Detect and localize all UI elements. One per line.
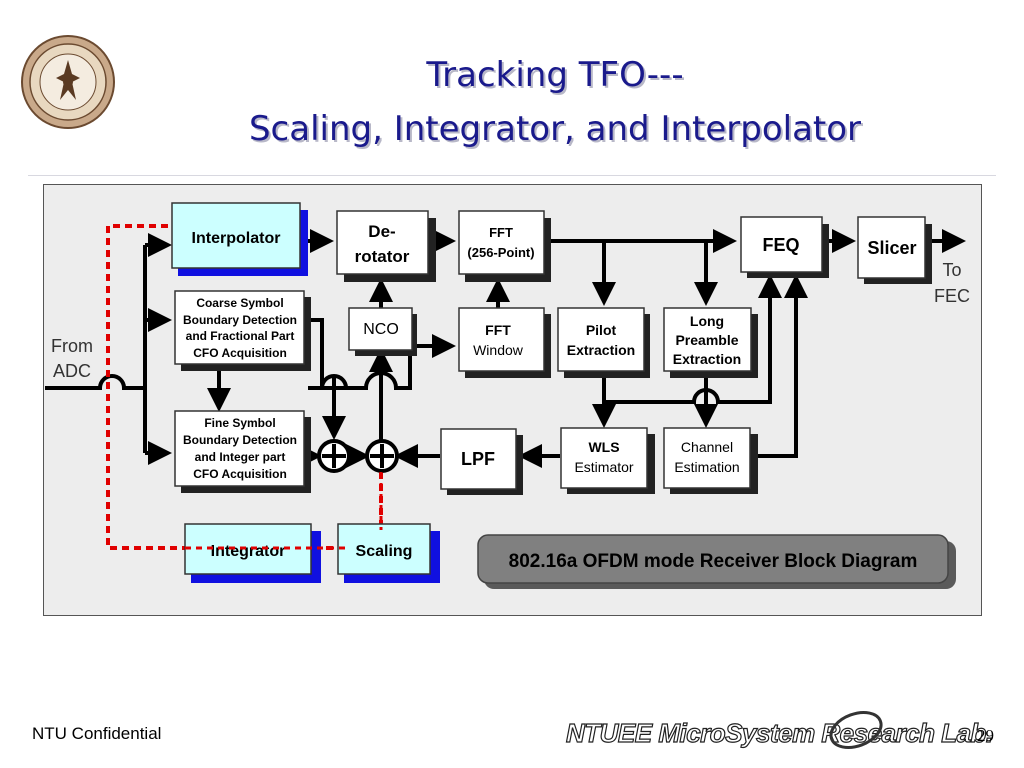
fine-label-1: Fine Symbol	[204, 416, 275, 430]
fine-label-2: Boundary Detection	[183, 433, 297, 447]
slicer-label: Slicer	[867, 238, 916, 258]
interpolator-label: Interpolator	[192, 230, 281, 247]
fft-label-2: (256-Point)	[467, 245, 534, 260]
caption-text: 802.16a OFDM mode Receiver Block Diagram	[509, 551, 918, 572]
channel-estimation-block: Channel Estimation	[663, 427, 758, 494]
derotator-block: De- rotator	[336, 210, 436, 282]
from-label: From	[51, 336, 93, 356]
long-label-1: Long	[690, 313, 724, 329]
coarse-symbol-block: Coarse Symbol Boundary Detection and Fra…	[174, 290, 311, 371]
nco-block: NCO	[348, 307, 417, 356]
pilot-label-2: Extraction	[567, 342, 635, 358]
input-wire	[45, 374, 145, 390]
fine-label-4: CFO Acquisition	[193, 467, 287, 481]
footer-confidential: NTU Confidential	[32, 724, 162, 743]
coarse-label-1: Coarse Symbol	[196, 296, 283, 310]
fec-label: FEC	[934, 286, 970, 306]
long-label-3: Extraction	[673, 351, 741, 367]
scaling-block: Scaling	[337, 523, 440, 583]
slide-title-line1: Tracking TFO---	[426, 55, 684, 95]
channel-label-2: Estimation	[674, 459, 739, 475]
lab-logo-ring-icon	[829, 711, 883, 749]
long-label-2: Preamble	[675, 332, 738, 348]
nco-label: NCO	[363, 321, 399, 338]
wls-label-1: WLS	[588, 439, 619, 455]
fine-symbol-block: Fine Symbol Boundary Detection and Integ…	[174, 410, 311, 493]
fine-label-3: and Integer part	[195, 450, 286, 464]
slicer-block: Slicer	[857, 216, 932, 284]
derotator-label-1: De-	[368, 222, 395, 241]
wire-channel-feq	[756, 274, 808, 458]
title-divider	[28, 175, 996, 176]
fft-window-label-1: FFT	[485, 322, 511, 338]
slide-title-line2: Scaling, Integrator, and Interpolator	[248, 109, 862, 149]
university-seal-logo	[21, 35, 115, 129]
derotator-label-2: rotator	[355, 247, 410, 266]
fft-window-block: FFT Window	[458, 307, 551, 378]
to-label: To	[942, 260, 961, 280]
integrator-block: Integrator	[184, 523, 321, 583]
pilot-extraction-block: Pilot Extraction	[557, 307, 650, 378]
page-number: 29	[977, 726, 994, 745]
lpf-label: LPF	[461, 449, 495, 469]
coarse-label-2: Boundary Detection	[183, 313, 297, 327]
long-preamble-block: Long Preamble Extraction	[663, 307, 758, 378]
wls-estimator-block: WLS Estimator	[560, 427, 655, 494]
feq-label: FEQ	[762, 235, 799, 255]
diagram-caption: 802.16a OFDM mode Receiver Block Diagram	[477, 534, 956, 589]
adder-2	[365, 439, 399, 473]
wls-label-2: Estimator	[574, 459, 633, 475]
fft-block: FFT (256-Point)	[458, 210, 551, 282]
interpolator-block: Interpolator	[171, 202, 308, 276]
adc-label: ADC	[53, 361, 91, 381]
pilot-label-1: Pilot	[586, 322, 617, 338]
scaling-label: Scaling	[356, 543, 413, 560]
fft-window-label-2: Window	[473, 342, 524, 358]
lab-logo-text: NTUEE MicroSystem Research Lab.	[565, 717, 993, 748]
coarse-label-3: and Fractional Part	[186, 329, 295, 343]
feq-block: FEQ	[740, 216, 829, 278]
coarse-label-4: CFO Acquisition	[193, 346, 287, 360]
fft-label-1: FFT	[489, 225, 513, 240]
lpf-block: LPF	[440, 428, 523, 495]
adder-1	[317, 439, 351, 473]
channel-label-1: Channel	[681, 439, 733, 455]
integrator-label: Integrator	[211, 543, 286, 560]
